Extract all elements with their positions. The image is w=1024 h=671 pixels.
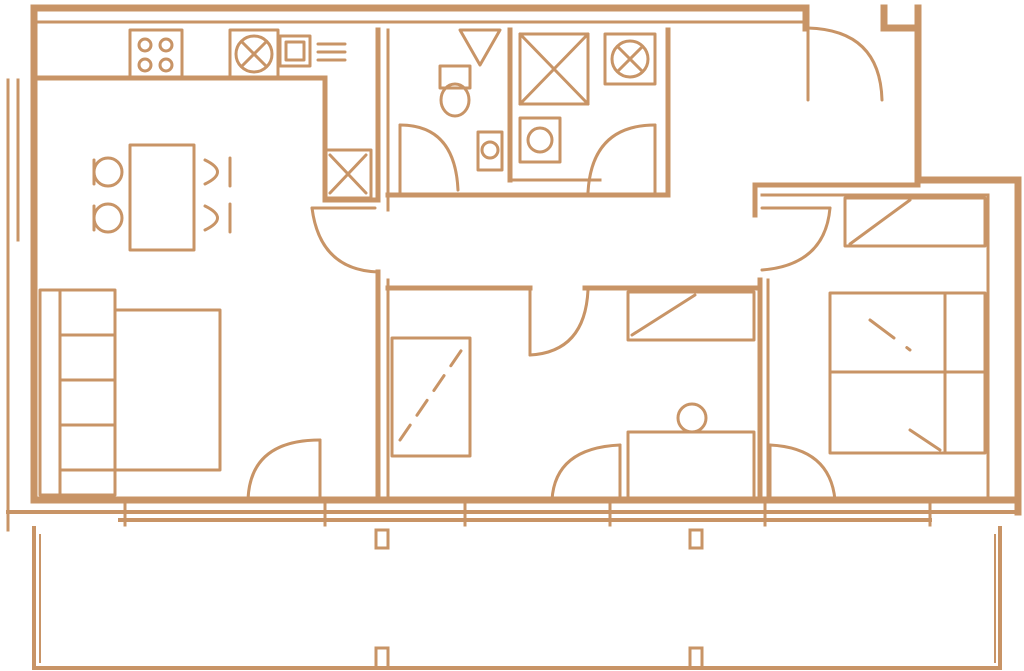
kitchen-sink-icon: [228, 28, 280, 80]
door-swing-icon: [310, 206, 380, 274]
bed-icon: [113, 308, 222, 472]
sofa-icon: [38, 288, 117, 497]
sink-icon: [476, 130, 504, 172]
shower-icon: [518, 32, 590, 106]
door-swing-icon: [768, 443, 837, 502]
door-swing-icon: [550, 443, 622, 502]
door-swing-icon: [806, 26, 884, 102]
chair-icon: [203, 156, 232, 188]
balcony-post: [688, 646, 704, 670]
dining-table-icon: [128, 143, 196, 252]
balcony-post: [374, 646, 390, 670]
kitchen-fixtures: [128, 28, 373, 200]
bathroom-fixtures: [438, 28, 657, 172]
door-swing-icon: [528, 286, 590, 357]
desk-icon: [626, 430, 756, 502]
exterior-walls: [6, 4, 1022, 532]
dishwasher-icon: [278, 34, 347, 68]
balcony-post: [688, 528, 704, 550]
dining-set: [92, 143, 232, 252]
boiler-icon: [458, 28, 502, 67]
door-swing-icon: [398, 123, 460, 197]
wardrobe-icon: [390, 336, 472, 458]
door-swing-icon: [586, 123, 657, 197]
doors: [246, 26, 884, 502]
wardrobe-icon: [843, 196, 987, 248]
right-wall-top: [880, 4, 922, 32]
stove-icon: [128, 28, 184, 80]
chair-icon: [92, 156, 124, 188]
balcony: [32, 526, 1002, 670]
washing-machine-icon: [603, 32, 657, 86]
door-swing-icon: [760, 206, 832, 272]
chair-icon: [92, 202, 124, 234]
chair-icon: [203, 202, 232, 234]
balcony-outline: [32, 526, 1002, 670]
bed-icon: [828, 291, 987, 455]
bedroom-center: [390, 290, 756, 502]
interior-walls: [31, 27, 990, 503]
chair-icon: [676, 402, 708, 434]
door-swing-icon: [246, 438, 322, 502]
fridge-icon: [323, 148, 373, 200]
wardrobe-icon: [626, 290, 756, 342]
bedroom-right: [828, 196, 987, 455]
toilet-icon: [438, 64, 472, 118]
sofa-bed: [38, 288, 222, 497]
balcony-post: [374, 528, 390, 550]
sink-icon: [518, 116, 562, 164]
window-marks: [123, 498, 932, 527]
